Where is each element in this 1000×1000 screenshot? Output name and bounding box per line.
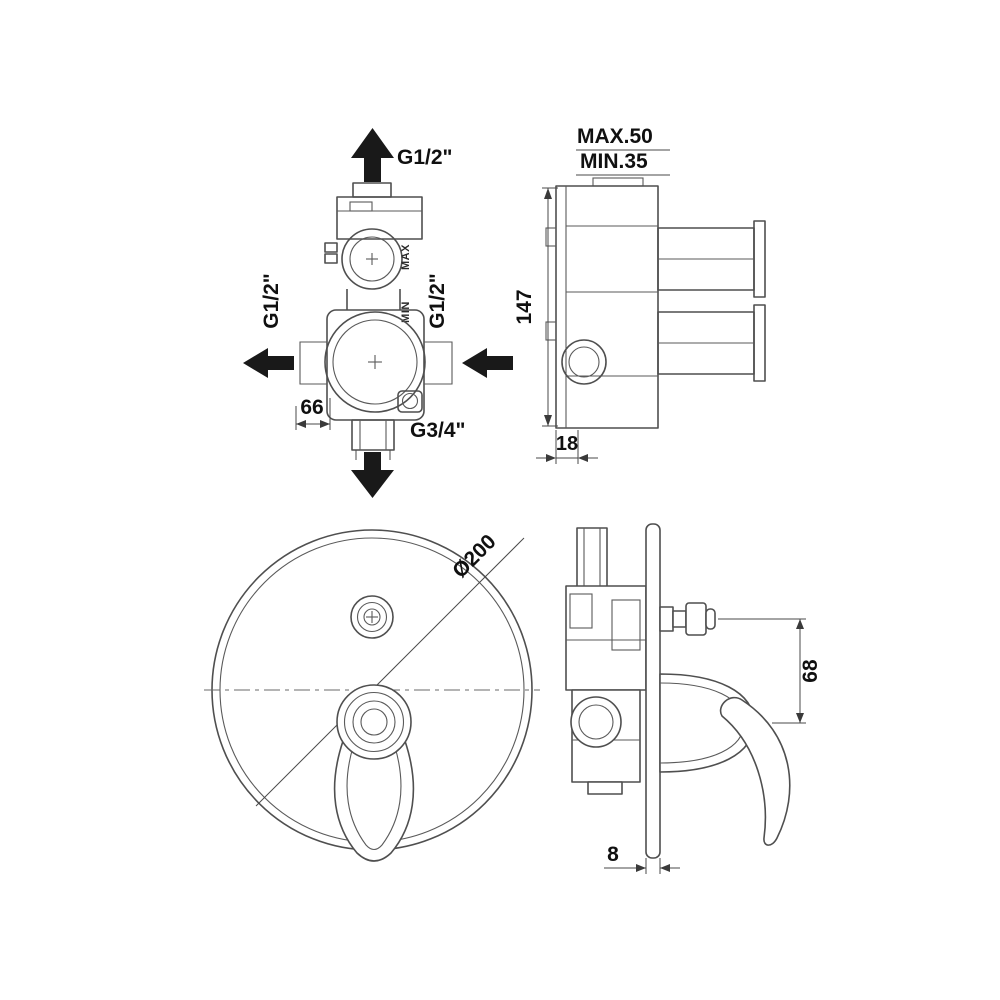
flow-arrow-down	[351, 452, 394, 498]
dim-66-text: 66	[300, 396, 323, 419]
dimension-66: 66	[295, 396, 331, 430]
left-clip	[545, 321, 557, 341]
dim-8-text: 8	[607, 843, 619, 866]
dim-147-text: 147	[513, 289, 536, 324]
max-marking: MAX	[400, 244, 412, 270]
min-marking: MIN	[400, 301, 412, 323]
top-stub	[352, 182, 392, 198]
bottom-outlet	[351, 419, 395, 451]
plate-diameter-text: Ø200	[448, 530, 501, 583]
top-step	[592, 177, 644, 187]
label-bottom-port: G3/4"	[410, 419, 465, 442]
side-port-circle	[570, 696, 622, 748]
main-port-circle	[324, 311, 426, 413]
handle-profile	[659, 673, 791, 846]
left-tab	[324, 242, 338, 253]
diameter-line	[255, 537, 525, 807]
upper-block	[336, 196, 423, 240]
trim-front-view: Ø200	[204, 529, 540, 862]
right-port-stub	[424, 341, 453, 385]
dimension-147: 147	[513, 187, 558, 427]
cover-plate-edge	[645, 523, 661, 859]
side-port-circle	[561, 339, 607, 385]
flow-arrow-right	[462, 348, 513, 378]
depth-min-text: MIN.35	[580, 150, 648, 173]
left-clip	[545, 227, 557, 247]
flow-arrow-up	[351, 128, 394, 182]
dim-68-text: 68	[799, 659, 822, 683]
label-right-port: G1/2"	[426, 273, 449, 328]
handle-hub	[336, 684, 412, 760]
upper-cartridge-cap	[753, 220, 766, 298]
rough-in-side-view: MAX.50 MIN.35 147	[513, 125, 766, 464]
rough-in-front-view: G1/2" MAX MIN	[243, 128, 513, 498]
lower-cartridge-cap	[753, 304, 766, 382]
dimension-68: 68	[718, 618, 822, 724]
dimension-18: 18	[536, 430, 598, 464]
lever-blade	[719, 696, 791, 846]
label-left-port: G1/2"	[260, 273, 283, 328]
label-top-port: G1/2"	[397, 146, 452, 169]
lever-handle	[333, 684, 415, 862]
diverter-button	[350, 595, 394, 639]
trim-side-view: 68 8	[565, 523, 822, 874]
left-tab	[324, 253, 338, 264]
small-port	[397, 390, 423, 413]
upper-port-circle	[341, 228, 403, 290]
dim-18-text: 18	[556, 433, 578, 455]
left-port-stub	[299, 341, 327, 385]
side-body	[555, 185, 659, 429]
dimension-8: 8	[604, 843, 680, 874]
depth-max-text: MAX.50	[577, 125, 653, 148]
diverter-knob-profile	[659, 602, 716, 636]
in-wall-body	[565, 527, 647, 795]
flow-arrow-left	[243, 348, 294, 378]
